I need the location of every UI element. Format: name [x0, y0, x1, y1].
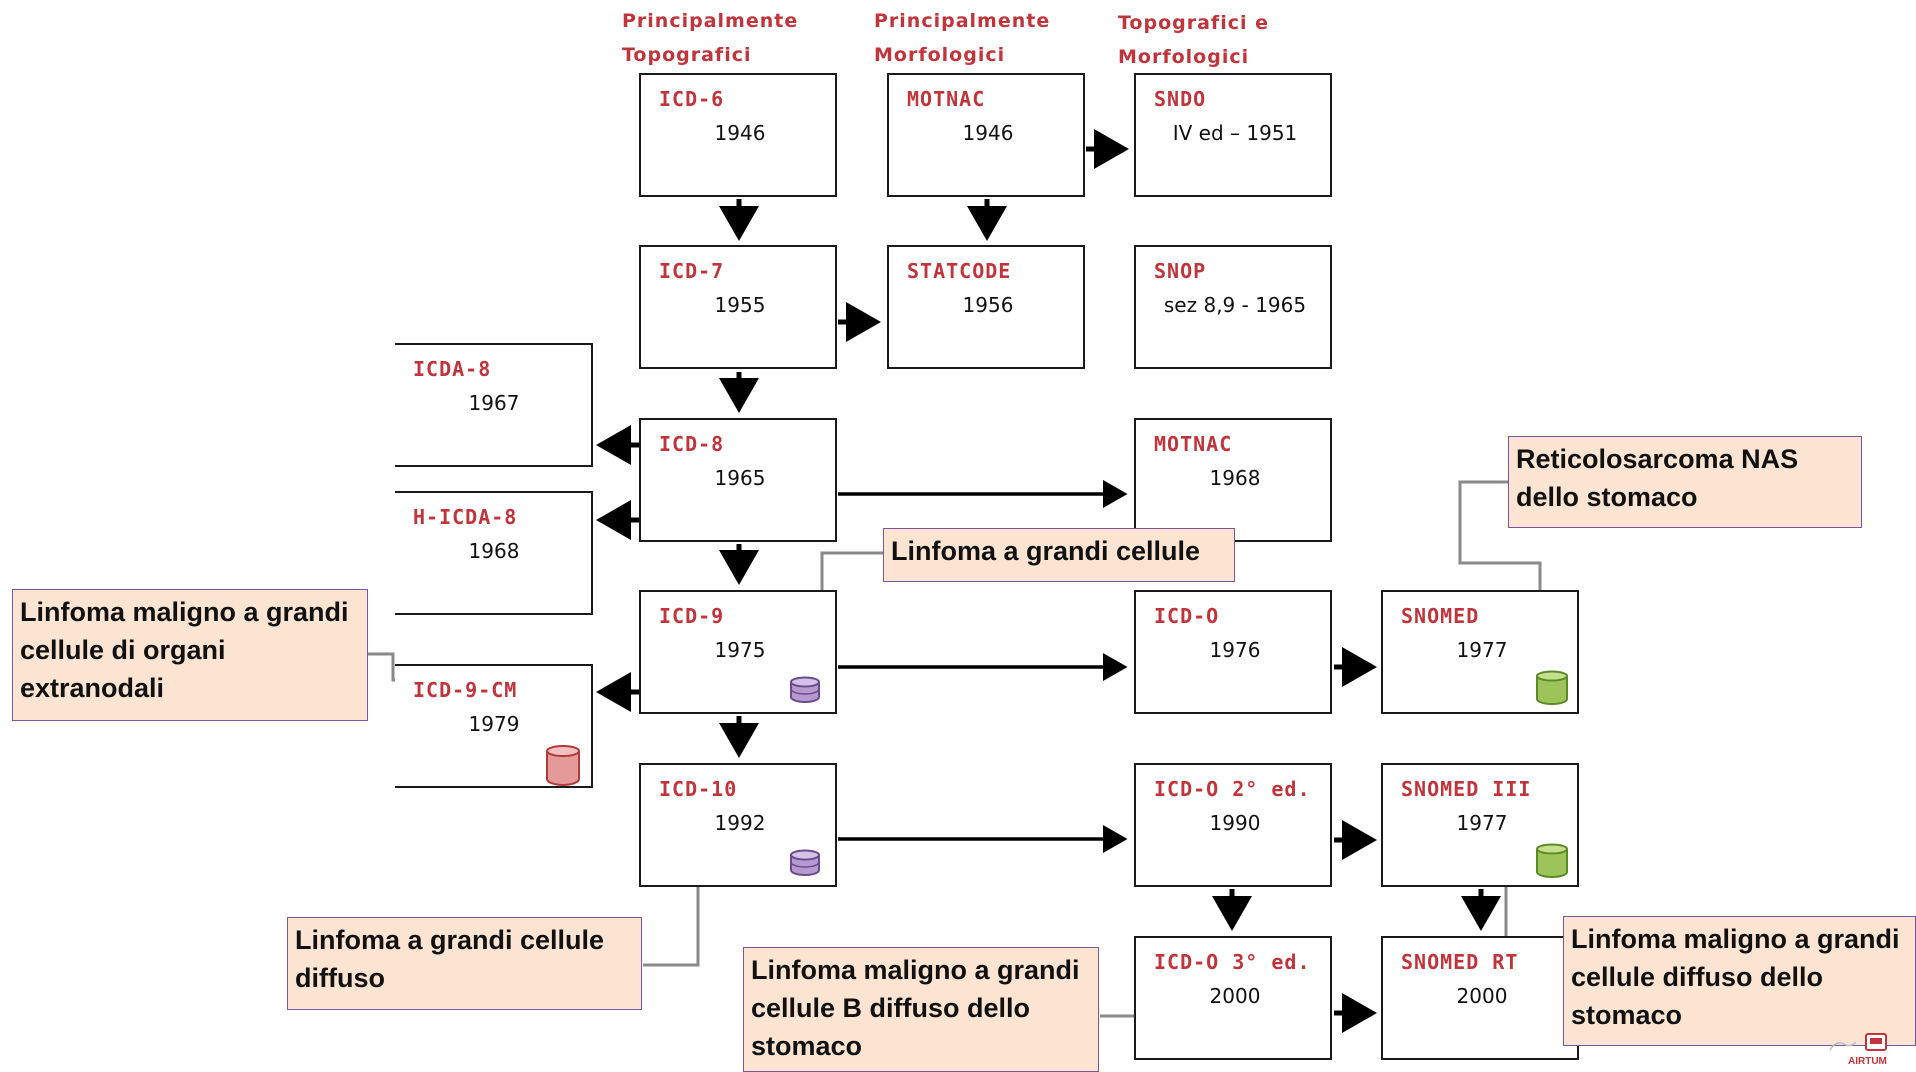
header-topografici: Principalmente Topografici	[622, 10, 799, 66]
node-motnac-1946: MOTNAC 1946	[887, 73, 1085, 197]
callout-snomed-rt: Linfoma maligno a grandi cellule diffuso…	[1563, 916, 1916, 1046]
node-year: 1955	[714, 293, 766, 317]
node-icd8: ICD-8 1965	[639, 418, 837, 542]
callout-icd10: Linfoma a grandi cellule diffuso	[287, 917, 642, 1010]
node-year: 1965	[714, 466, 766, 490]
node-icd9: ICD-9 1975	[639, 590, 837, 714]
database-red-icon	[546, 745, 580, 786]
node-year: 1956	[962, 293, 1014, 317]
node-icdo: ICD-O 1976	[1134, 590, 1332, 714]
node-code: MOTNAC	[907, 87, 986, 111]
database-green-icon	[1536, 843, 1568, 878]
callout-icdo3: Linfoma maligno a grandi cellule B diffu…	[743, 947, 1099, 1072]
database-purple-icon	[790, 676, 820, 703]
node-snomed-rt: SNOMED RT 2000	[1381, 936, 1579, 1060]
svg-text:AIRTUM: AIRTUM	[1848, 1056, 1887, 1066]
node-code: ICD-O	[1154, 604, 1220, 628]
node-year: 1967	[468, 391, 520, 415]
header-topo-morfo: Topografici e Morfologici	[1118, 12, 1269, 68]
database-purple-icon	[790, 849, 820, 876]
node-statcode: STATCODE 1956	[887, 245, 1085, 369]
node-year: 1977	[1456, 811, 1508, 835]
node-year: 1979	[468, 712, 520, 736]
node-code: SNOMED RT	[1401, 950, 1519, 974]
node-code: SNOMED III	[1401, 777, 1532, 801]
node-code: ICD-8	[659, 432, 725, 456]
node-icdo-2ed: ICD-O 2° ed. 1990	[1134, 763, 1332, 887]
database-green-icon	[1536, 670, 1568, 705]
node-code: ICD-O 3° ed.	[1154, 950, 1311, 974]
node-hicda8: H-ICDA-8 1968	[395, 491, 593, 615]
airtum-logo: AIRTUM	[1822, 1030, 1892, 1067]
italy-map-icon: AIRTUM	[1829, 1033, 1887, 1067]
node-code: ICD-9	[659, 604, 725, 628]
node-snop: SNOP sez 8,9 - 1965	[1134, 245, 1332, 369]
node-code: STATCODE	[907, 259, 1012, 283]
node-year: IV ed – 1951	[1172, 121, 1298, 145]
node-sndo: SNDO IV ed – 1951	[1134, 73, 1332, 197]
callout-icd9: Linfoma a grandi cellule	[883, 528, 1235, 582]
node-year: 1977	[1456, 638, 1508, 662]
node-code: MOTNAC	[1154, 432, 1233, 456]
node-year: 1968	[1209, 466, 1261, 490]
node-code: ICD-O 2° ed.	[1154, 777, 1311, 801]
node-year: sez 8,9 - 1965	[1163, 293, 1307, 317]
node-code: ICD-7	[659, 259, 725, 283]
node-code: SNOMED	[1401, 604, 1480, 628]
node-code: H-ICDA-8	[413, 505, 518, 529]
node-icd6: ICD-6 1946	[639, 73, 837, 197]
header-morfologici: Principalmente Morfologici	[874, 10, 1051, 66]
node-code: SNOP	[1154, 259, 1207, 283]
node-icda8: ICDA-8 1967	[395, 343, 593, 467]
node-year: 1990	[1209, 811, 1261, 835]
node-code: SNDO	[1154, 87, 1207, 111]
node-snomed-iii: SNOMED III 1977	[1381, 763, 1579, 887]
node-icd7: ICD-7 1955	[639, 245, 837, 369]
node-year: 2000	[1209, 984, 1261, 1008]
node-year: 1992	[714, 811, 766, 835]
node-year: 1976	[1209, 638, 1261, 662]
node-code: ICD-10	[659, 777, 738, 801]
node-year: 1946	[714, 121, 766, 145]
node-code: ICDA-8	[413, 357, 492, 381]
node-year: 1975	[714, 638, 766, 662]
callout-snomed: Reticolosarcoma NAS dello stomaco	[1508, 436, 1862, 528]
node-icd9cm: ICD-9-CM 1979	[395, 664, 593, 788]
node-snomed: SNOMED 1977	[1381, 590, 1579, 714]
node-motnac-1968: MOTNAC 1968	[1134, 418, 1332, 542]
node-year: 1968	[468, 539, 520, 563]
node-icd10: ICD-10 1992	[639, 763, 837, 887]
node-year: 1946	[962, 121, 1014, 145]
callout-icd9cm: Linfoma maligno a grandi cellule di orga…	[12, 589, 368, 721]
node-code: ICD-9-CM	[413, 678, 518, 702]
node-code: ICD-6	[659, 87, 725, 111]
node-year: 2000	[1456, 984, 1508, 1008]
node-icdo-3ed: ICD-O 3° ed. 2000	[1134, 936, 1332, 1060]
